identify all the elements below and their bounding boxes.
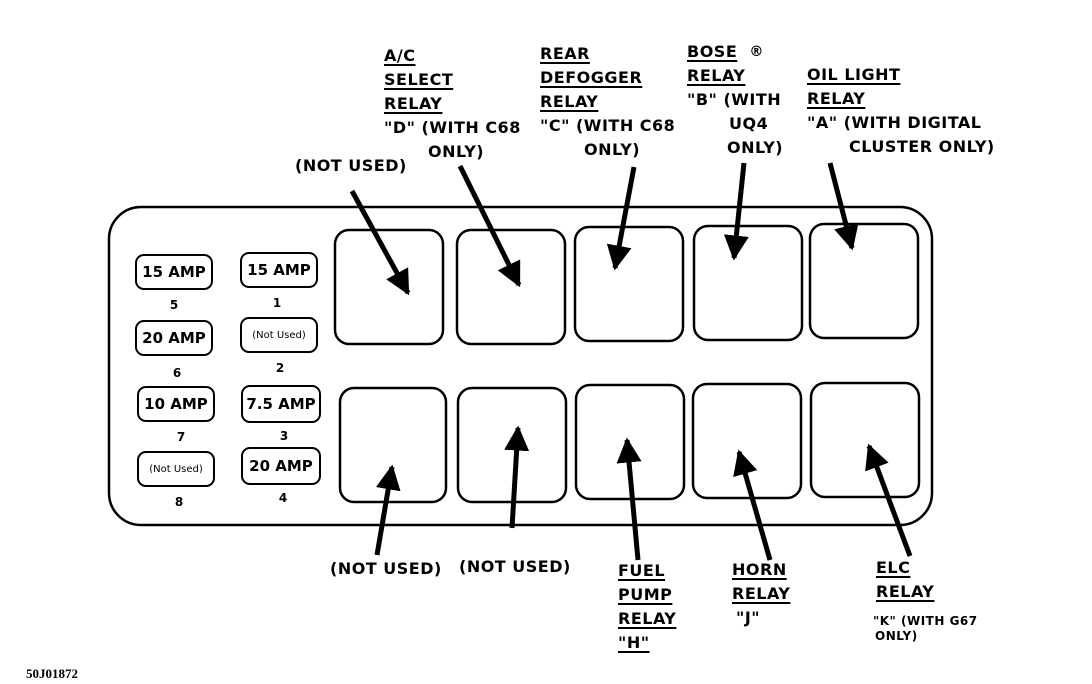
fuse-6-number: 6: [172, 366, 182, 380]
label-elc-note: "K" (WITH G67 ONLY): [873, 614, 978, 644]
label-rear-defogger-relay: REAR DEFOGGER RELAY "C" (WITH C68 ONLY): [540, 42, 675, 162]
fuse-3: 7.5 AMP: [241, 385, 321, 423]
relay-slot-top-1: [333, 228, 445, 346]
fuse-4: 20 AMP: [241, 447, 321, 485]
fuse-2: (Not Used): [240, 317, 318, 353]
arrow-bose: [723, 162, 749, 261]
label-fuel-pump-relay: FUEL PUMP RELAY "H": [618, 559, 676, 655]
fuse-6: 20 AMP: [135, 320, 213, 356]
label-fp-line1: FUEL: [618, 561, 666, 580]
fuse-4-number: 4: [278, 491, 288, 505]
label-bose-relay: BOSE ® RELAY "B" (WITH UQ4 ONLY): [687, 40, 783, 160]
fuse-1-number: 1: [272, 296, 282, 310]
arrow-rear-defogger: [606, 166, 637, 271]
arrow-elc: [865, 443, 913, 557]
fuse-5: 15 AMP: [135, 254, 213, 290]
label-fp-line3: RELAY: [618, 609, 677, 628]
relay-slot-top-5: [808, 222, 920, 340]
label-horn-line1: HORN: [732, 560, 787, 579]
label-oil-line3: "A" (WITH DIGITAL: [807, 113, 982, 132]
label-bose-line5: ONLY): [727, 138, 784, 157]
arrow-not-used-bottom-2: [504, 425, 530, 529]
label-rd-line3: RELAY: [540, 92, 599, 111]
relay-slot-top-3: [573, 225, 685, 343]
fuse-8: (Not Used): [137, 451, 215, 487]
label-bose-line3: "B" (WITH: [687, 90, 782, 109]
label-oil-line2: RELAY: [807, 89, 866, 108]
arrow-not-used-bottom-1: [374, 464, 401, 556]
label-oil-line4: CLUSTER ONLY): [849, 137, 995, 156]
label-ac-line2: SELECT: [384, 70, 454, 89]
fuse-7-number: 7: [176, 430, 186, 444]
label-fp-line4: "H": [618, 633, 650, 652]
label-horn-line2: RELAY: [732, 584, 791, 603]
relay-slot-bottom-4: [691, 382, 803, 500]
arrow-horn: [733, 449, 773, 561]
relay-slot-bottom-2: [456, 386, 568, 504]
label-rd-line1: REAR: [540, 44, 590, 63]
relay-slot-top-4: [692, 224, 804, 342]
registered-mark: ®: [749, 44, 764, 60]
label-oil-line1: OIL LIGHT: [807, 65, 901, 84]
label-ac-line4: "D" (WITH C68: [384, 118, 521, 137]
label-not-used-bottom-1: (NOT USED): [330, 559, 442, 578]
label-elc-line4: ONLY): [875, 629, 918, 643]
fuse-5-number: 5: [169, 298, 179, 312]
arrow-ac-select: [457, 164, 522, 288]
relay-slot-bottom-1: [338, 386, 448, 504]
label-horn-line3: "J": [736, 608, 761, 627]
label-rd-line2: DEFOGGER: [540, 68, 643, 87]
label-rd-line5: ONLY): [584, 140, 641, 159]
label-elc-line2: RELAY: [876, 582, 935, 601]
figure-id: 50J01872: [26, 666, 78, 681]
fuse-1: 15 AMP: [240, 252, 318, 288]
label-ac-line5: ONLY): [428, 142, 485, 161]
label-not-used-bottom-2: (NOT USED): [459, 557, 571, 576]
label-fp-line2: PUMP: [618, 585, 673, 604]
label-ac-line1: A/C: [384, 46, 416, 65]
label-bose-line2: RELAY: [687, 66, 746, 85]
fuse-7: 10 AMP: [137, 386, 215, 422]
arrow-not-used-top: [349, 189, 411, 296]
label-rd-line4: "C" (WITH C68: [540, 116, 676, 135]
fuse-2-number: 2: [275, 361, 285, 375]
label-ac-line3: RELAY: [384, 94, 443, 113]
relay-slot-bottom-5: [809, 381, 921, 499]
relay-panel-outline: [107, 205, 934, 527]
label-not-used-top: (NOT USED): [295, 156, 407, 175]
label-oil-light-relay: OIL LIGHT RELAY "A" (WITH DIGITAL CLUSTE…: [807, 63, 995, 159]
label-elc-relay: ELC RELAY: [876, 556, 934, 604]
label-bose-line4: UQ4: [729, 114, 769, 133]
fuse-8-number: 8: [174, 495, 184, 509]
label-bose-line1: BOSE: [687, 42, 738, 61]
arrow-fuel-pump: [616, 437, 642, 561]
fuse-3-number: 3: [279, 429, 289, 443]
relay-slot-top-2: [455, 228, 567, 346]
arrow-oil-light: [827, 162, 859, 251]
label-elc-line1: ELC: [876, 558, 911, 577]
label-elc-line3: "K" (WITH G67: [873, 614, 978, 628]
label-ac-select-relay: A/C SELECT RELAY "D" (WITH C68 ONLY): [384, 44, 521, 164]
label-horn-relay: HORN RELAY "J": [732, 558, 790, 630]
